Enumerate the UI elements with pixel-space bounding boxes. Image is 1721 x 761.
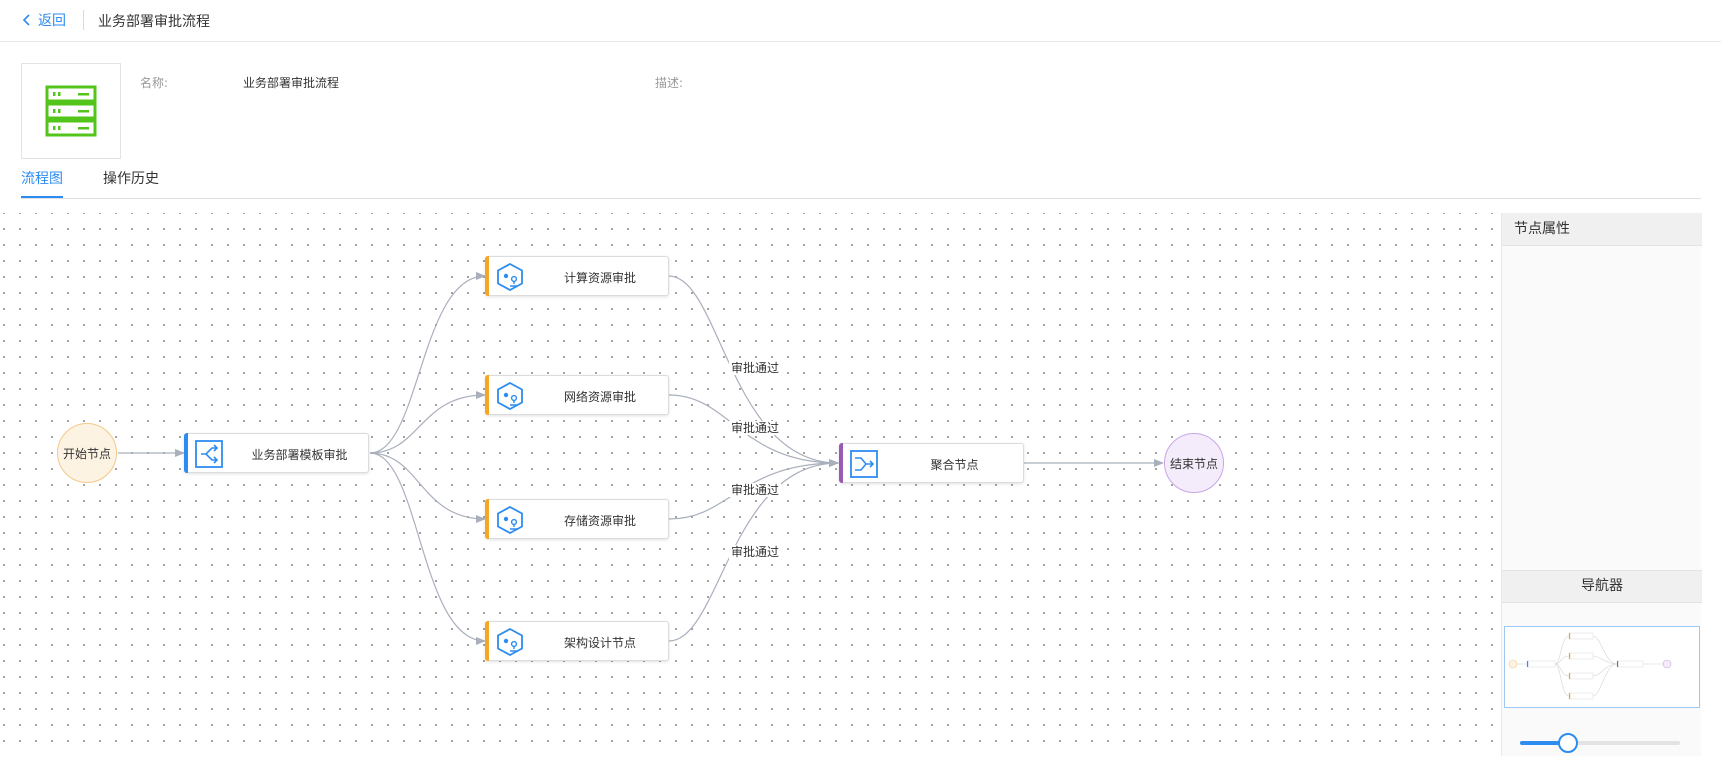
navigator-minimap[interactable] xyxy=(1504,626,1700,708)
start-node[interactable]: 开始节点 xyxy=(57,423,117,483)
back-label: 返回 xyxy=(38,13,66,29)
zoom-slider-handle[interactable] xyxy=(1558,733,1578,753)
approver-icon xyxy=(497,263,523,291)
merge-icon xyxy=(850,450,878,478)
node-accent-bar xyxy=(839,443,843,483)
flow-canvas[interactable]: 审批通过 审批通过 审批通过 审批通过 开始节点 业务部署模板审批 计算资源审批 xyxy=(0,213,1500,756)
approver-icon xyxy=(497,382,523,410)
edge-label-arch: 审批通过 xyxy=(729,545,782,559)
side-panel: 节点属性 导航器 xyxy=(1501,213,1702,756)
zoom-slider-fill xyxy=(1520,741,1568,745)
zoom-slider[interactable] xyxy=(1520,733,1680,753)
edge-template-arch xyxy=(369,452,486,645)
minimap-preview xyxy=(1508,632,1672,700)
node-accent-bar xyxy=(485,375,489,415)
network-approval-node[interactable]: 网络资源审批 xyxy=(485,375,669,415)
end-node-label: 结束节点 xyxy=(1169,456,1218,471)
edge-label-network: 审批通过 xyxy=(729,421,782,435)
edge-template-network xyxy=(369,391,486,454)
end-node[interactable]: 结束节点 xyxy=(1164,433,1224,493)
node-accent-bar xyxy=(184,433,188,473)
description-label: 描述: xyxy=(655,76,684,90)
tab-flowchart[interactable]: 流程图 xyxy=(21,168,63,198)
edge-label-compute: 审批通过 xyxy=(729,361,782,375)
back-button[interactable]: 返回 xyxy=(22,10,66,30)
aggregate-label: 聚合节点 xyxy=(930,458,979,472)
compute-approval-label: 计算资源审批 xyxy=(563,271,636,285)
navigator-title: 导航器 xyxy=(1502,570,1702,603)
server-icon xyxy=(45,85,97,137)
node-accent-bar xyxy=(485,621,489,661)
edge-label-storage: 审批通过 xyxy=(729,483,782,497)
storage-approval-node[interactable]: 存储资源审批 xyxy=(485,499,669,539)
header-divider xyxy=(83,10,84,30)
template-approval-label: 业务部署模板审批 xyxy=(251,448,348,462)
edge-template-compute xyxy=(369,272,486,454)
compute-approval-node[interactable]: 计算资源审批 xyxy=(485,256,669,296)
top-bar: 返回 业务部署审批流程 xyxy=(0,0,1721,42)
edge-template-storage xyxy=(369,452,486,523)
page-title: 业务部署审批流程 xyxy=(98,14,210,30)
node-accent-bar xyxy=(485,256,489,296)
approver-icon xyxy=(497,506,523,534)
branch-icon xyxy=(195,440,223,468)
process-icon-box xyxy=(21,63,121,159)
node-properties-title: 节点属性 xyxy=(1502,213,1702,246)
tab-bar: 流程图 操作历史 xyxy=(21,168,1701,199)
chevron-left-icon xyxy=(22,14,30,26)
name-label: 名称: xyxy=(140,76,169,90)
name-value: 业务部署审批流程 xyxy=(243,76,340,90)
template-approval-node[interactable]: 业务部署模板审批 xyxy=(184,433,369,473)
approver-icon xyxy=(497,628,523,656)
architecture-design-label: 架构设计节点 xyxy=(563,636,636,650)
aggregate-node[interactable]: 聚合节点 xyxy=(839,443,1024,483)
storage-approval-label: 存储资源审批 xyxy=(563,514,636,528)
architecture-design-node[interactable]: 架构设计节点 xyxy=(485,621,669,661)
network-approval-label: 网络资源审批 xyxy=(563,390,636,404)
start-node-label: 开始节点 xyxy=(62,446,111,461)
tab-operation-history[interactable]: 操作历史 xyxy=(103,171,159,187)
node-accent-bar xyxy=(485,499,489,539)
